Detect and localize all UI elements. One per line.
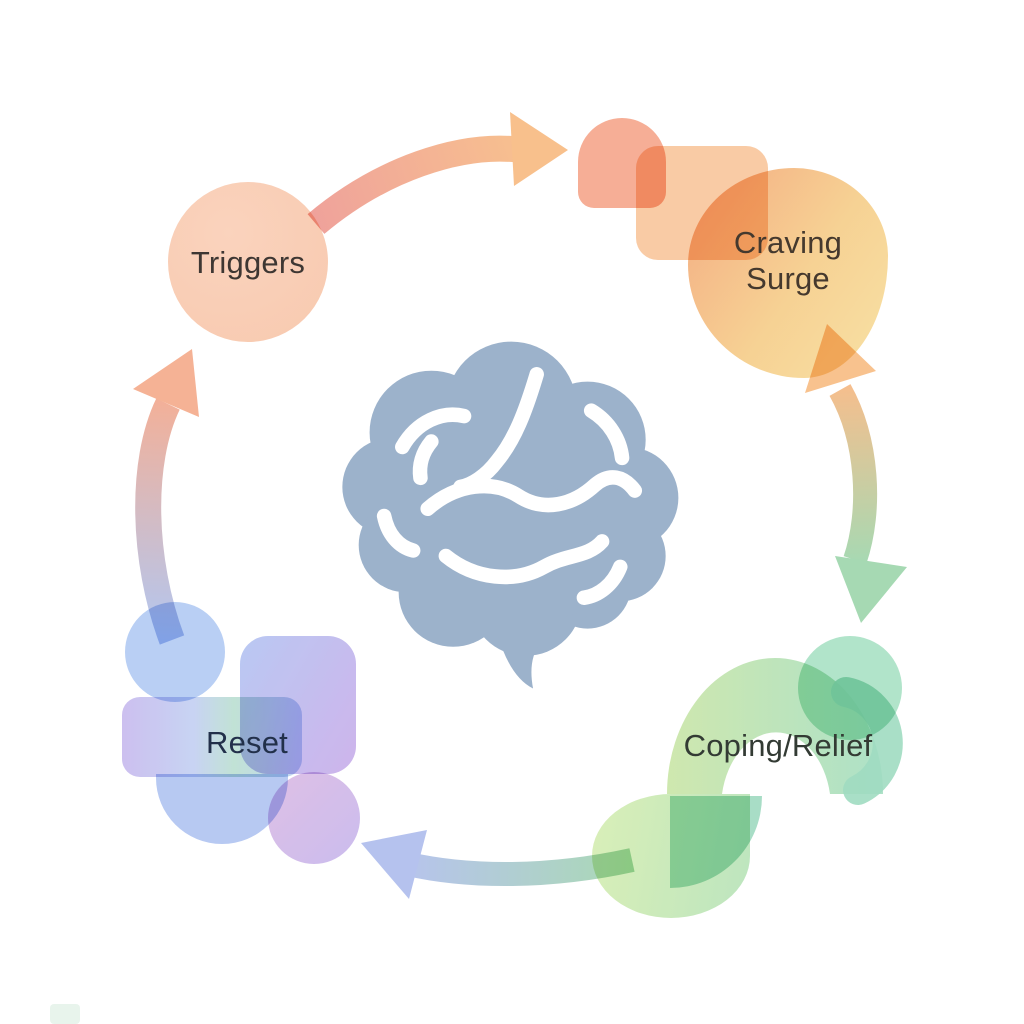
triggers-to-craving-arrow <box>307 112 568 234</box>
stage-label-reset: Reset <box>206 725 288 761</box>
stage-label-craving-surge: Craving Surge <box>733 225 843 296</box>
stage-label-coping-relief: Coping/Relief <box>683 728 873 764</box>
stage-label-triggers: Triggers <box>190 245 306 281</box>
triggers-circle <box>168 182 328 342</box>
brain-icon <box>342 341 679 689</box>
coping-to-reset-arrow <box>361 830 635 899</box>
reset-card-gradient <box>122 697 302 777</box>
reset-to-triggers-arrow <box>133 349 199 645</box>
coping-crescent <box>831 677 903 805</box>
coping-arch <box>667 658 883 794</box>
corner-accent-square <box>50 1004 80 1024</box>
craving-coping-twoway-arrow <box>805 324 907 623</box>
craving-surge-card <box>636 146 768 260</box>
